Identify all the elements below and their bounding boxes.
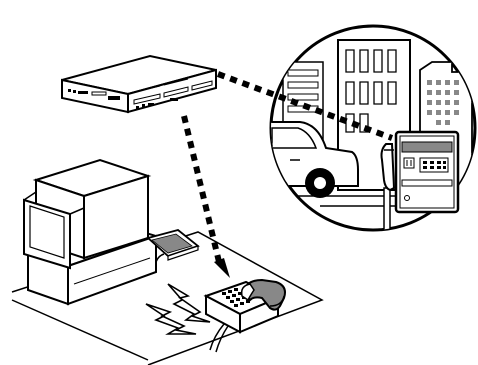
- desktop-computer: [24, 160, 156, 304]
- network-device-unit: [62, 56, 216, 112]
- wireless-signal: [146, 284, 210, 334]
- office-telephone: [206, 280, 285, 352]
